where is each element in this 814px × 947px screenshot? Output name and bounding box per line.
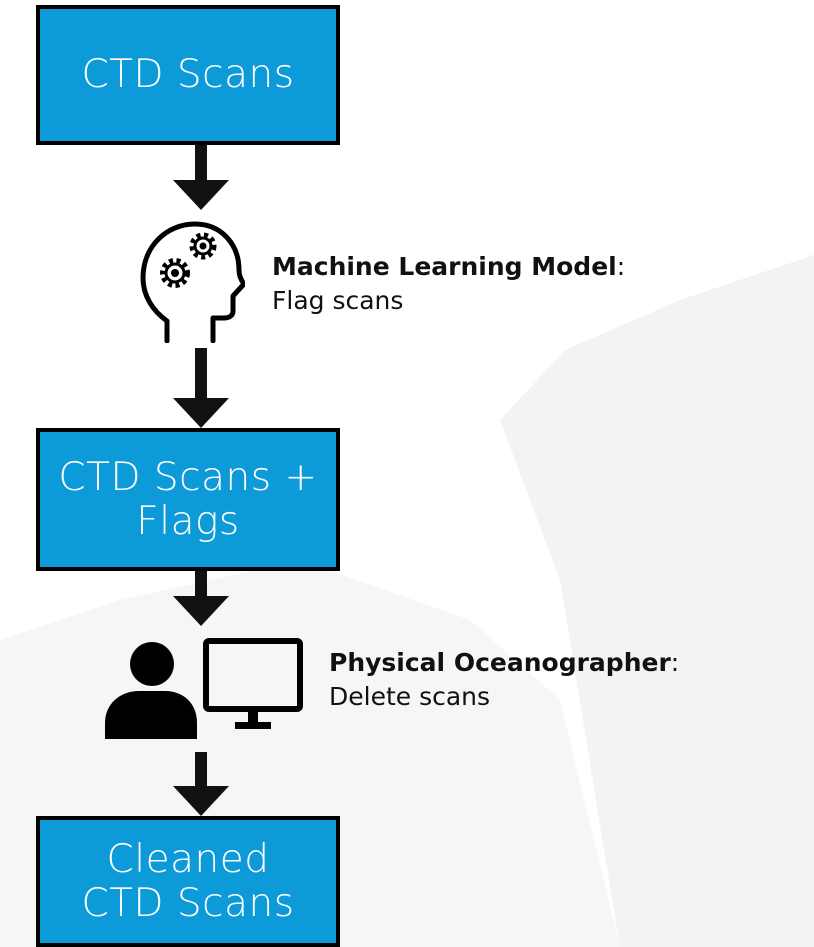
- ml-step-description: Flag scans: [272, 286, 404, 315]
- oceanographer-step-colon: :: [670, 648, 680, 677]
- person-icon: [103, 641, 198, 739]
- ml-step-title: Machine Learning Model: [272, 252, 617, 281]
- ctd-scans-flags-box-line-1: CTD Scans +: [58, 454, 318, 500]
- ml-step-label: Machine Learning Model: Flag scans: [272, 250, 625, 318]
- cleaned-ctd-scans-box-line-1: Cleaned: [106, 836, 270, 882]
- oceanographer-step-label: Physical Oceanographer: Delete scans: [329, 646, 679, 714]
- flow-arrow-3: [173, 571, 229, 626]
- oceanographer-step-description: Delete scans: [329, 682, 491, 711]
- ctd-scans-flags-box-line-2: Flags: [136, 498, 240, 544]
- flow-arrow-1: [173, 145, 229, 210]
- flow-arrow-2: [173, 348, 229, 428]
- ctd-scans-box-label: CTD Scans: [81, 52, 295, 97]
- flow-arrow-4: [173, 752, 229, 816]
- cleaned-ctd-scans-box-line-2: CTD Scans: [81, 880, 295, 926]
- ctd-scans-flags-box: CTD Scans + Flags: [36, 428, 340, 571]
- head-gears-icon: [135, 218, 247, 344]
- ctd-scans-box: CTD Scans: [36, 5, 340, 145]
- oceanographer-step-title: Physical Oceanographer: [329, 648, 671, 677]
- monitor-icon: [203, 638, 303, 730]
- ml-step-colon: :: [616, 252, 626, 281]
- cleaned-ctd-scans-box: Cleaned CTD Scans: [36, 816, 340, 947]
